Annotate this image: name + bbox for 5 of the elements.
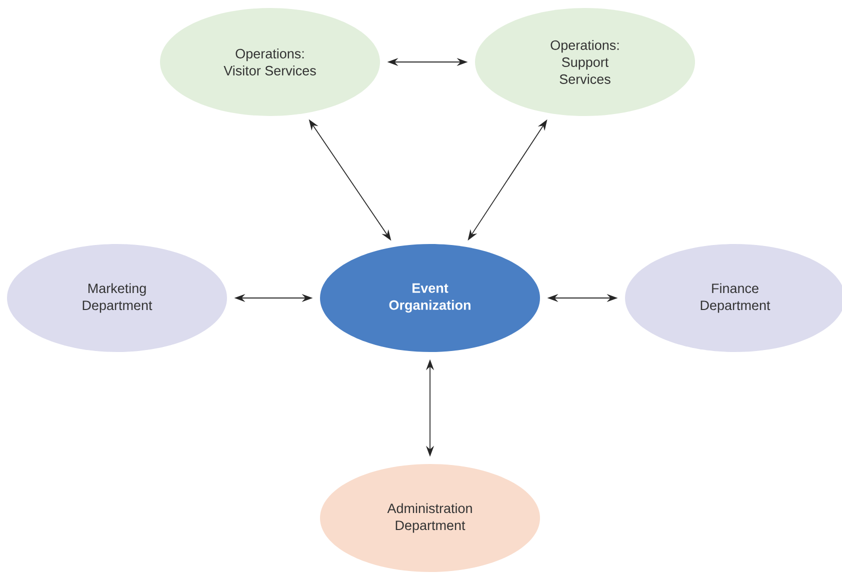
ellipse-node: Operations: Visitor Services (160, 8, 380, 116)
ellipse-node: Operations: Support Services (475, 8, 695, 116)
ellipse-node: Event Organization (320, 244, 540, 352)
ellipse-node: Administration Department (320, 464, 540, 572)
ellipse-node: Marketing Department (7, 244, 227, 352)
